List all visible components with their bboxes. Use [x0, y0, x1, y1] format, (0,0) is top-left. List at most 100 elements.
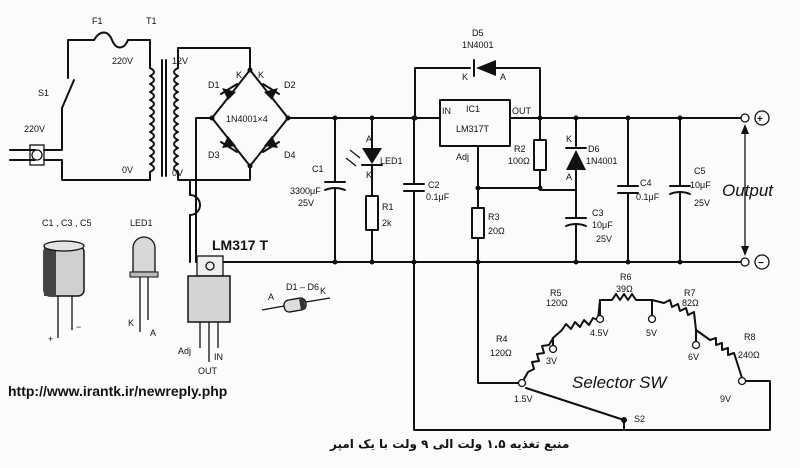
r2-value-label: 100Ω: [508, 156, 530, 166]
d5-label: D5: [472, 28, 484, 38]
c4-value-label: 0.1μF: [636, 192, 660, 202]
r3-value-label: 20Ω: [488, 226, 505, 236]
r1-value-label: 2k: [382, 218, 392, 228]
d2-k-label: K: [258, 70, 264, 80]
r6-label: R6: [620, 272, 632, 282]
bridge-part-label: 1N4001×4: [226, 114, 268, 124]
pkg-out-label: OUT: [198, 366, 218, 376]
r5-value-label: 120Ω: [546, 298, 568, 308]
selector-label: Selector SW: [572, 373, 668, 392]
switch-label: S1: [38, 88, 49, 98]
capacitor-illustration: [43, 240, 85, 338]
cap-plus-label: +: [48, 334, 53, 344]
led-led1: [345, 115, 383, 197]
d1-label: D1: [208, 80, 220, 90]
c3-value-label: 10μF: [592, 220, 613, 230]
output-plus-sign: +: [757, 114, 763, 125]
regulator-ic1: [439, 99, 511, 189]
selector-wiper-s2: [525, 387, 625, 421]
r1-label: R1: [382, 202, 394, 212]
led-illustration: [129, 236, 159, 332]
tap-9v: [737, 376, 747, 386]
led-a-label: A: [150, 328, 156, 338]
diode-k-label: K: [320, 286, 326, 296]
diode-caption: D1 – D6: [286, 282, 319, 292]
c1-label: C1: [312, 164, 324, 174]
resistor-r3: [471, 187, 485, 265]
c2-label: C2: [428, 180, 440, 190]
transformer-label: T1: [146, 16, 157, 26]
c5-label: C5: [694, 166, 706, 176]
tap-3v-label: 3V: [546, 356, 557, 366]
c5-value-label: 10μF: [690, 180, 711, 190]
r4-label: R4: [496, 334, 508, 344]
lm317-package-illustration: [187, 255, 231, 362]
tap-1-5v-label: 1.5V: [514, 394, 533, 404]
diode-illustration: [261, 297, 331, 313]
d6-part-label: 1N4001: [586, 156, 618, 166]
d6-a-label: A: [566, 172, 572, 182]
pkg-in-label: IN: [214, 352, 223, 362]
tap-3v: [548, 344, 558, 354]
fuse-label: F1: [92, 16, 103, 26]
resistor-r6: [599, 293, 653, 301]
tap-6v-label: 6V: [688, 352, 699, 362]
led-caption: LED1: [130, 218, 153, 228]
capacitor-c4: [617, 115, 639, 265]
transformer-primary-coil: [149, 67, 155, 181]
primary-zero-label: 0V: [122, 165, 133, 175]
c5-voltage-label: 25V: [694, 198, 710, 208]
c2-value-label: 0.1μF: [426, 192, 450, 202]
ic-in-label: IN: [442, 106, 451, 116]
r5-label: R5: [550, 288, 562, 298]
transformer-secondary-coil: [173, 67, 179, 173]
selector-network: [413, 261, 771, 431]
tap-4-5v-label: 4.5V: [590, 328, 609, 338]
resistor-r5: [552, 299, 601, 339]
c1-voltage-label: 25V: [298, 198, 314, 208]
output-plus-terminal: [740, 113, 750, 123]
output-minus-terminal: [740, 257, 750, 267]
d4-label: D4: [284, 150, 296, 160]
led-anode-label: A: [366, 134, 372, 144]
tap-6v: [691, 340, 701, 350]
s2-label: S2: [634, 414, 645, 424]
output-span-arrow: [741, 124, 749, 256]
r7-value-label: 82Ω: [682, 298, 699, 308]
d5-k-label: K: [462, 72, 468, 82]
mains-input-label: 220V: [24, 124, 45, 134]
ic1-label: IC1: [466, 104, 480, 114]
output-label: Output: [722, 181, 774, 200]
d6-k-label: K: [566, 134, 572, 144]
d6-label: D6: [588, 144, 600, 154]
mains-section: [9, 31, 251, 263]
secondary-zero-label: 0V: [172, 168, 183, 178]
d5-part-label: 1N4001: [462, 40, 494, 50]
resistor-r7: [651, 299, 697, 331]
r8-label: R8: [744, 332, 756, 342]
r3-label: R3: [488, 212, 500, 222]
r2-label: R2: [514, 144, 526, 154]
capacitor-c1: [324, 115, 346, 265]
capacitor-c3: [565, 189, 587, 265]
url-text: http://www.irantk.ir/newreply.php: [8, 383, 227, 399]
ic-out-label: OUT: [512, 106, 532, 116]
resistor-r4: [522, 337, 554, 382]
d2-label: D2: [284, 80, 296, 90]
output-minus-sign: −: [758, 258, 764, 269]
c3-label: C3: [592, 208, 604, 218]
resistor-r2: [475, 117, 547, 191]
resistor-r8: [695, 329, 743, 379]
d3-label: D3: [208, 150, 220, 160]
cap-caption: C1 , C3 , C5: [42, 218, 92, 228]
r7-label: R7: [684, 288, 696, 298]
tap-5v-label: 5V: [646, 328, 657, 338]
r6-value-label: 39Ω: [616, 284, 633, 294]
tap-5v: [647, 314, 657, 324]
c3-voltage-label: 25V: [596, 234, 612, 244]
d1-k-label: K: [236, 70, 242, 80]
bridge-rectifier: [195, 67, 441, 263]
primary-voltage-label: 220V: [112, 56, 133, 66]
pkg-adj-label: Adj: [178, 346, 191, 356]
